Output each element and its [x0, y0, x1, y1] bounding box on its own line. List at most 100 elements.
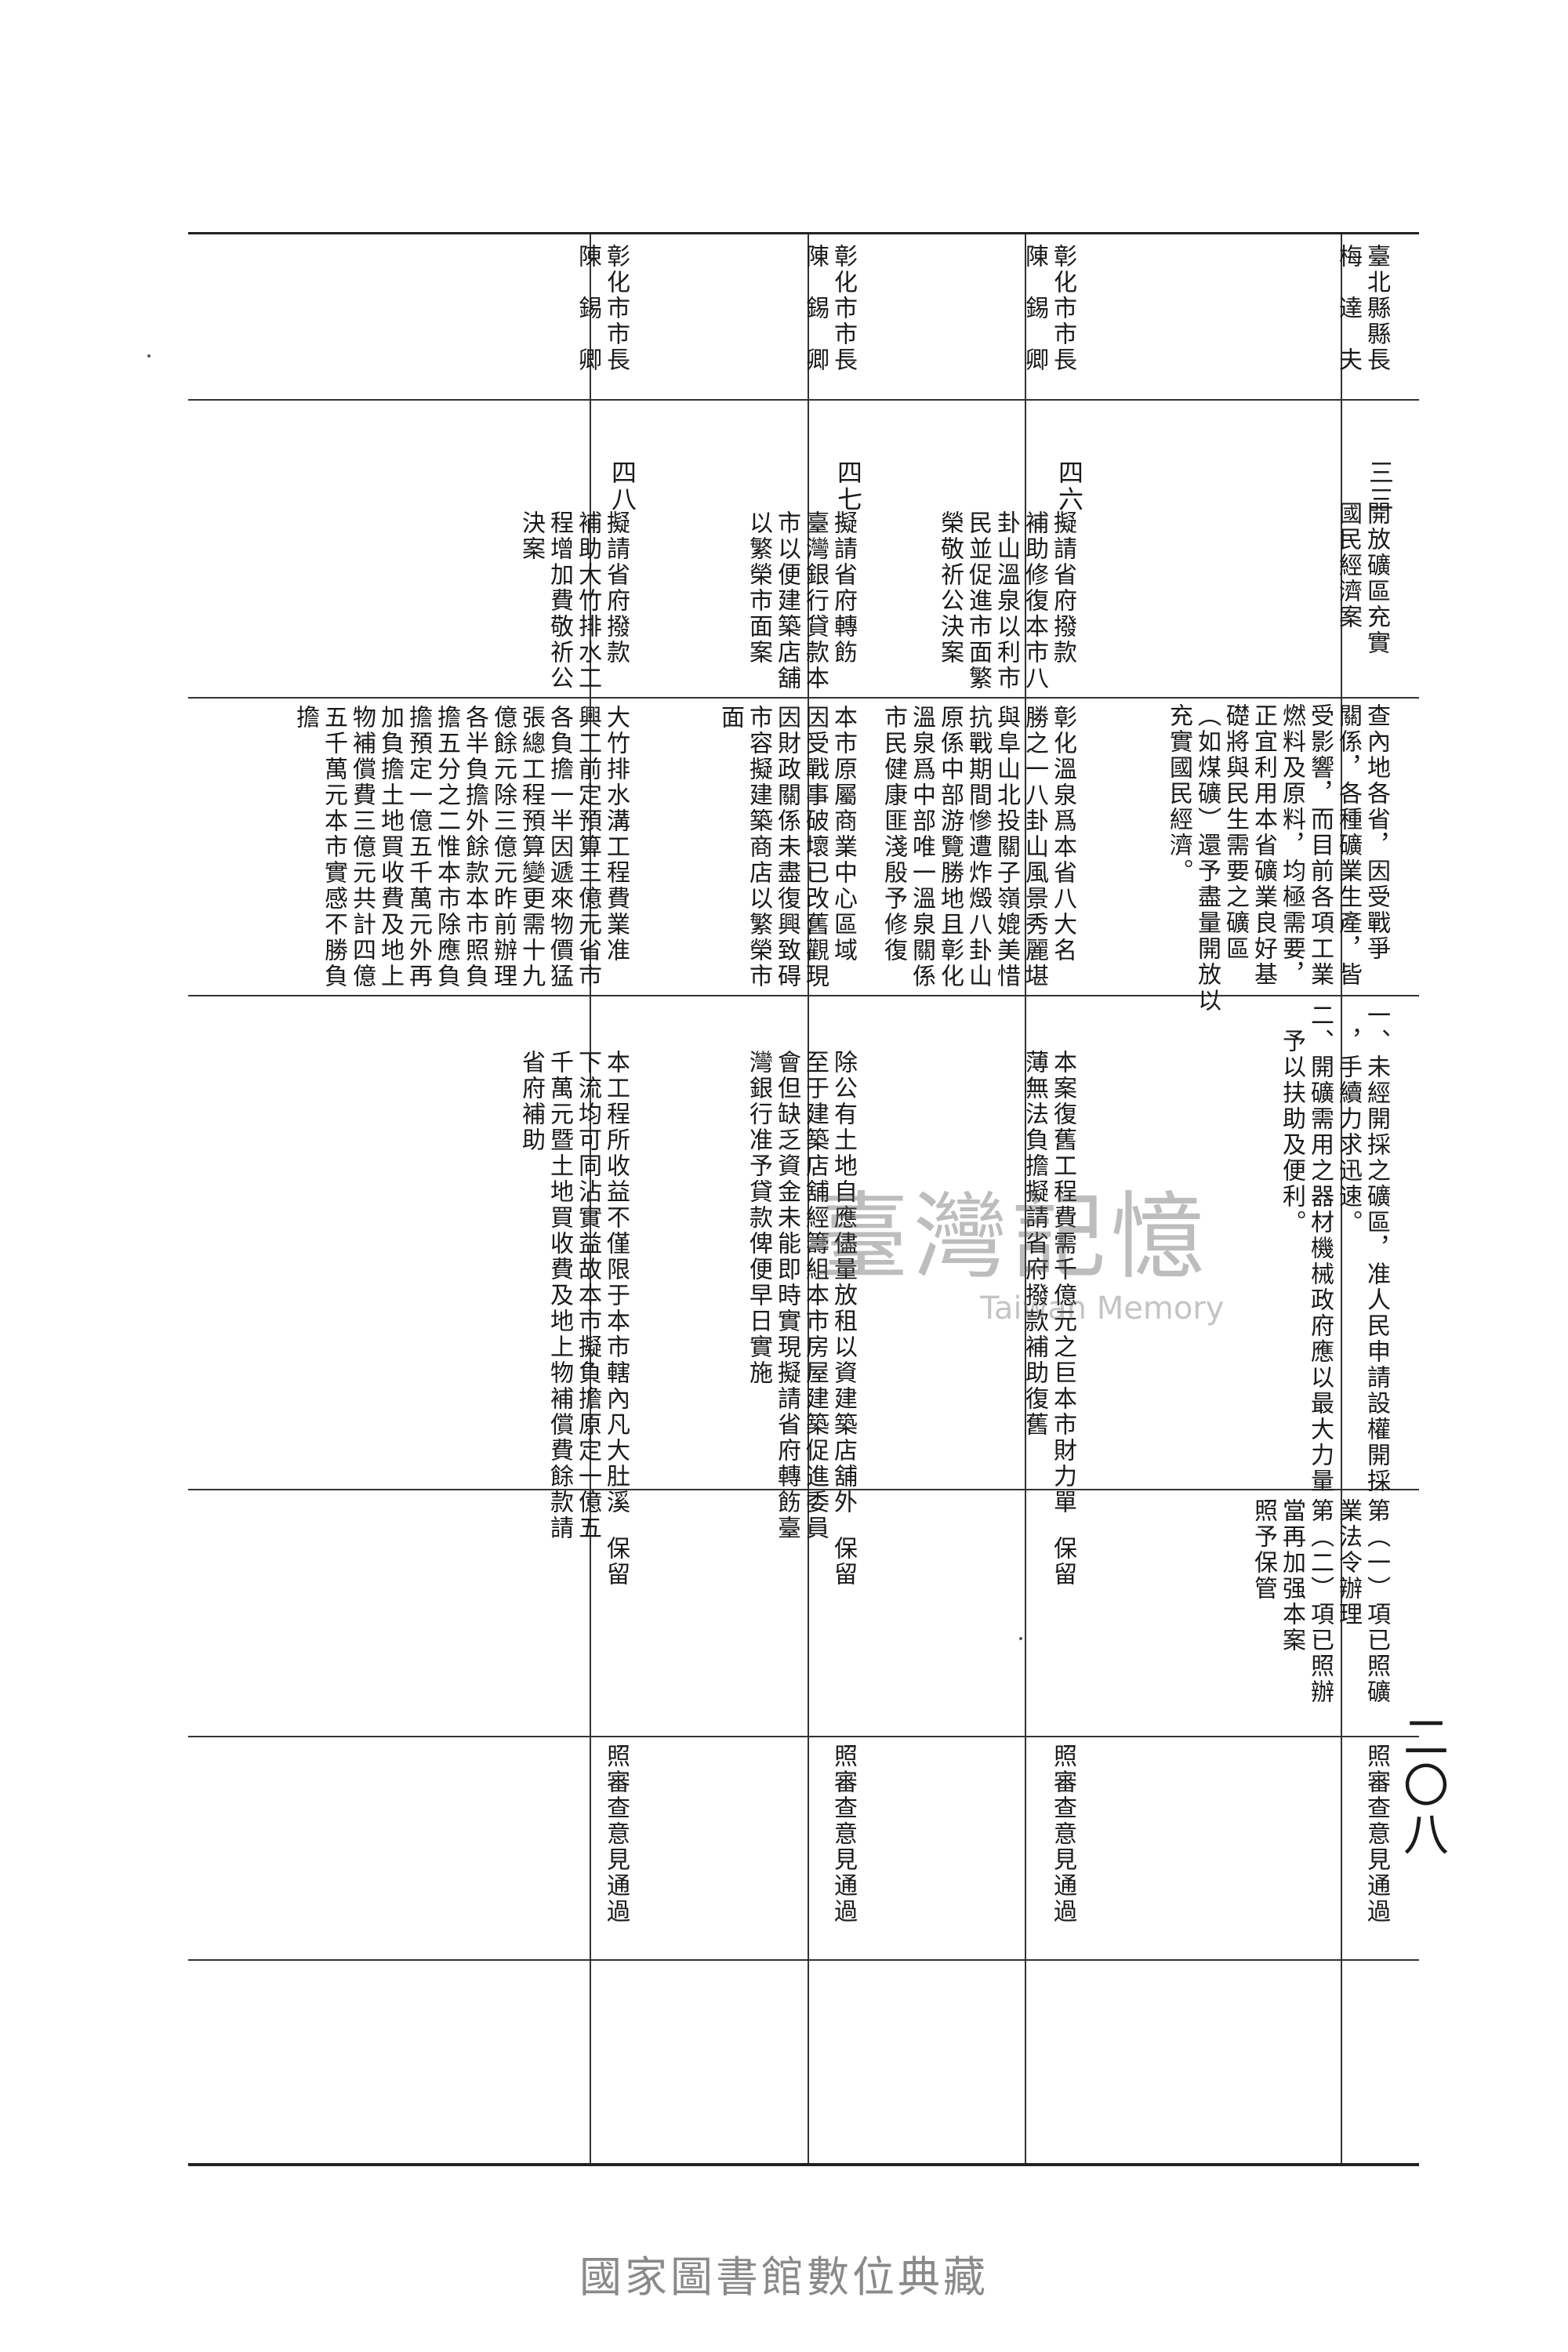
proposer-cell: 彰化市市長 陳 錫 卿: [1021, 244, 1076, 373]
reason-line: 充實國民經濟。: [1165, 703, 1192, 884]
field-divider: [188, 995, 1419, 996]
reason-line: 礎將與民生需要之礦區: [1221, 703, 1249, 962]
case-title-line: 程增加費敬祈公: [546, 510, 573, 691]
case-title-line: 臺灣銀行貸款本: [801, 510, 829, 691]
method-cell: 本工程所收益不僅限于本市轄內凡大肚溪 下流均可同沾實益故本市擬負擔原定一億五 千…: [517, 1050, 630, 1541]
row-divider: [1341, 234, 1342, 2163]
reason-cell: 查內地各省，因受戰爭 關係，各種礦業生產，皆 受影響，而目前各項工業 燃料及原料…: [1165, 703, 1390, 1014]
reason-line: 原係中部游覽勝地且彰化: [936, 705, 964, 989]
case-title-line: 國民經濟案: [1334, 501, 1362, 630]
method-cell: 一、未經開採之礦區，准人民申請設權開採 ，手續力求迅速。 二、開礦需用之器材機械…: [1278, 1003, 1390, 1494]
proposer-title: 彰化市市長: [829, 244, 857, 373]
reason-line: 市容擬建築商店以繁榮市: [745, 705, 772, 989]
reason-line: 燃料及原料，均極需要，: [1278, 703, 1305, 988]
proposer-title: 彰化市市長: [602, 244, 630, 373]
case-number: 四七: [833, 459, 863, 513]
case-title-cell: 開放礦區充實 國民經濟案: [1334, 501, 1390, 656]
case-title-cell: 擬請省府撥款 補助大竹排水工 程增加費敬祈公 決案: [517, 510, 630, 691]
reason-cell: 彰化溫泉爲本省八大名 勝之一八卦山風景秀麗堪 與阜山北投關子嶺媲美惜 抗戰期間慘…: [880, 705, 1076, 989]
footer-archive-credit: 國家圖書館數位典藏: [579, 2252, 989, 2302]
reason-line: （如煤礦）還予盡量開放以: [1193, 703, 1221, 1014]
reason-line: 五千萬元本市實感不勝負: [320, 705, 347, 989]
case-title-line: 決案: [517, 510, 545, 562]
case-title-line: 擬請省府撥款: [602, 510, 630, 666]
scan-speck: [147, 354, 151, 358]
reason-line: 因受戰事破壞已改舊觀現: [801, 705, 829, 989]
proposer-title: 臺北縣縣長: [1363, 244, 1390, 373]
case-number-cell: 四六: [1054, 459, 1084, 513]
case-title-line: 以繁榮市面案: [745, 510, 772, 666]
reason-line: 受影響，而目前各項工業: [1306, 703, 1334, 988]
field-divider: [188, 399, 1419, 401]
case-number: 三三: [1365, 459, 1395, 513]
reason-line: 大竹排水溝工程費業准: [602, 705, 630, 964]
reason-line: 溫泉爲中部唯一溫泉關係: [908, 705, 935, 989]
case-number-cell: 四七: [833, 459, 863, 513]
reason-line: 正宜利用本省礦業良好基: [1250, 703, 1277, 988]
review-cell: 保留: [1049, 1536, 1076, 1588]
review-line: 照予保管: [1250, 1498, 1277, 1602]
case-title-line: 開放礦區充實: [1363, 501, 1390, 656]
reason-line: 擔五分之二惟本市除應負: [433, 705, 460, 989]
proposer-title: 彰化市市長: [1049, 244, 1076, 373]
case-title-line: 榮敬祈公決案: [936, 510, 964, 666]
reason-line: 億餘元除三億元昨前辦理: [489, 705, 517, 989]
reason-line: 查內地各省，因受戰爭: [1363, 703, 1390, 962]
reason-line: 面: [717, 705, 744, 731]
review-line: 保留: [829, 1536, 857, 1588]
decision-text: 照審查意見通過: [1049, 1744, 1076, 1925]
reason-line: 彰化溫泉爲本省八大名: [1049, 705, 1076, 964]
reason-line: 因財政關係未盡復興致碍: [773, 705, 800, 989]
field-divider: [188, 1959, 1419, 1961]
review-line: 保留: [1049, 1536, 1076, 1588]
method-line: 下流均可同沾實益故本市擬負擔原定一億五: [574, 1050, 601, 1541]
case-number: 四八: [608, 459, 637, 513]
decision-cell: 照審查意見通過: [602, 1744, 630, 1925]
field-divider: [188, 1736, 1419, 1737]
case-title-line: 補助修復本市八: [1021, 510, 1048, 691]
scan-speck: [1019, 1637, 1022, 1640]
case-title-cell: 擬請省府轉飭 臺灣銀行貸款本 市以便建築店舖 以繁榮市面案: [745, 510, 857, 691]
reason-line: 擔: [292, 705, 319, 731]
reason-line: 市民健康匪淺殷予修復: [880, 705, 907, 964]
proposer-cell: 彰化市市長 陳 錫 卿: [801, 244, 857, 373]
reason-line: 本市原屬商業中心區域: [829, 705, 857, 964]
reason-line: 興工前定預算三億元省市: [574, 705, 601, 989]
reason-line: 物補償費三億元共計四億: [348, 705, 376, 989]
decision-text: 照審查意見通過: [1363, 1744, 1390, 1925]
decision-cell: 照審查意見通過: [1049, 1744, 1076, 1925]
method-line: 除公有土地自應儘量放租以資建築店舖外: [829, 1050, 857, 1515]
proposer-cell: 彰化市市長 陳 錫 卿: [574, 244, 630, 373]
reason-line: 與阜山北投關子嶺媲美惜: [993, 705, 1020, 989]
method-line: 本工程所收益不僅限于本市轄內凡大肚溪: [602, 1050, 630, 1515]
decision-text: 照審查意見通過: [602, 1744, 630, 1925]
proposer-name: 陳 錫 卿: [1021, 244, 1048, 373]
method-line: 千萬元暨土地買收費及地上物補償費餘款請: [546, 1050, 573, 1541]
field-divider: [188, 1489, 1419, 1490]
field-divider: [188, 697, 1419, 699]
review-line: 當再加强本案: [1278, 1498, 1305, 1653]
decision-text: 照審查意見通過: [829, 1744, 857, 1925]
case-number: 四六: [1054, 459, 1084, 513]
method-line: 至于建築店舖經籌組本市房屋建築促進委員: [801, 1050, 829, 1541]
review-cell: 保留: [602, 1536, 630, 1588]
case-title-line: 市以便建築店舖: [773, 510, 800, 691]
method-line: 予以扶助及便利。: [1278, 1003, 1305, 1236]
review-cell: 第（一）項已照礦 業法令辦理 第（二）項已照辦 當再加强本案 照予保管: [1250, 1498, 1390, 1705]
reason-line: 擔預定一億五千萬元外再: [405, 705, 432, 989]
method-cell: 本案復舊工程費需千億元之巨本市財力單 薄無法負擔擬請省府撥款補助復舊: [1021, 1050, 1076, 1515]
method-line: 灣銀行准予貸款俾便早日實施: [745, 1050, 772, 1386]
review-line: 業法令辦理: [1334, 1498, 1362, 1628]
decision-cell: 照審查意見通過: [1363, 1744, 1390, 1925]
review-cell: 保留: [829, 1536, 857, 1588]
reason-line: 勝之一八卦山風景秀麗堪: [1021, 705, 1048, 989]
case-title-line: 補助大竹排水工: [574, 510, 601, 691]
method-line: 會但缺乏資金未能即時實現擬請省府轉飭臺: [773, 1050, 800, 1541]
reason-line: 關係，各種礦業生產，皆: [1334, 703, 1362, 988]
case-title-line: 擬請省府撥款: [1049, 510, 1076, 666]
method-line: 本案復舊工程費需千億元之巨本市財力單: [1049, 1050, 1076, 1515]
proposer-name: 陳 錫 卿: [801, 244, 829, 373]
method-line: 省府補助: [517, 1050, 545, 1153]
reason-line: 各半負擔外餘款本市照負: [461, 705, 488, 989]
review-line: 保留: [602, 1536, 630, 1588]
